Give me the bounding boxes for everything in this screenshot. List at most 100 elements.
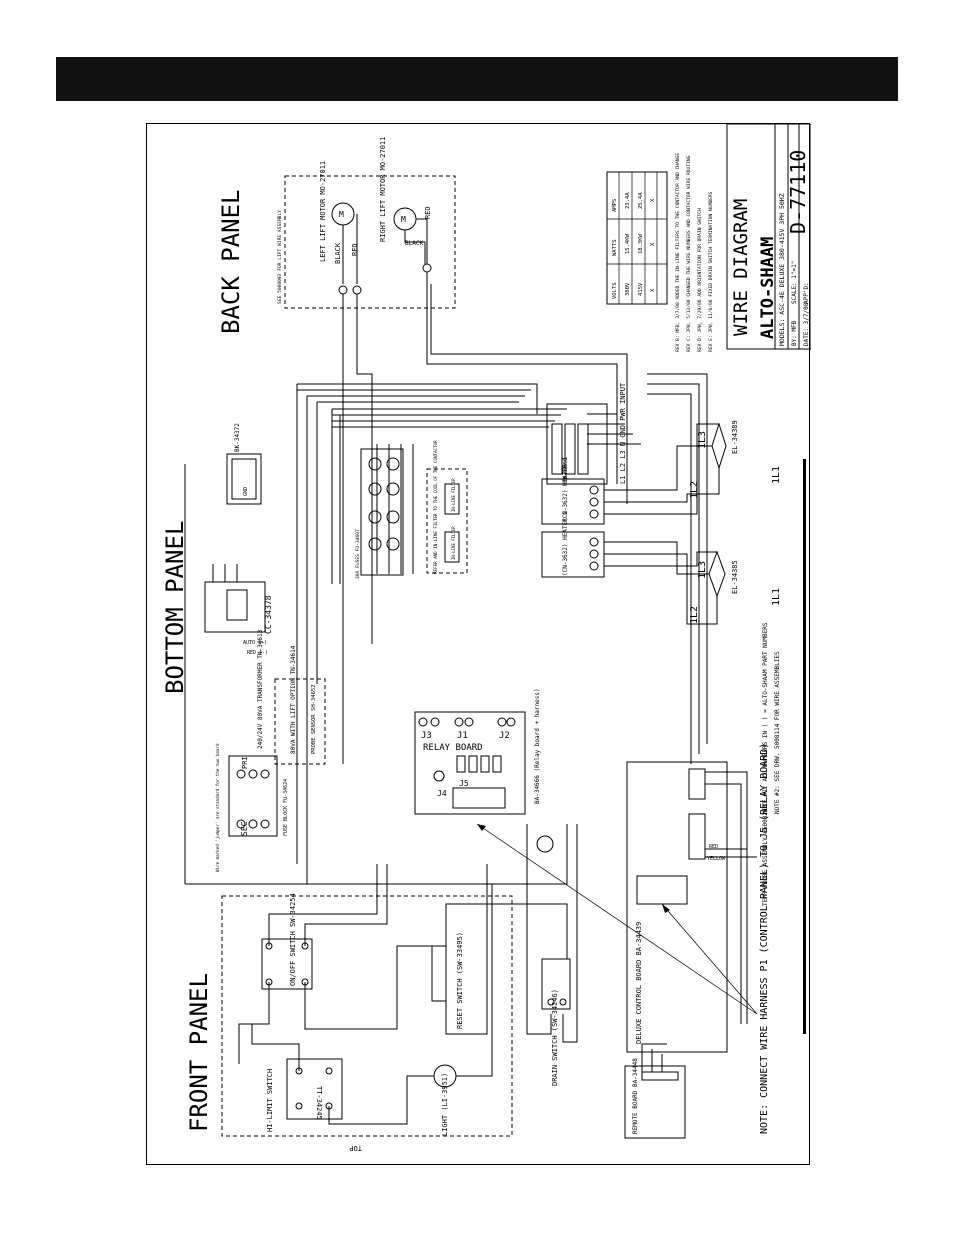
probe-sensor-label: PROBE SENSOR SH-34652 (311, 684, 317, 754)
cell: X (650, 288, 656, 292)
motor-m: M (339, 210, 344, 219)
right-red: RED (424, 206, 432, 219)
fuse-block-label: FUSE BLOCK FU-34624 (283, 779, 289, 836)
power-terminal-block: TB-37058 L1 L2 L3 N GND PWR INPUT (546, 382, 627, 485)
remote-board: REMOTE BOARD BA-34448 (624, 1043, 686, 1139)
transformer: PRI SEC 240/24V 80VA TRANSFORMER TN-3461… (215, 629, 326, 872)
revision-notes: REV B: MFB, 3/7/08 ADDED THE IN-LINE FIL… (675, 153, 714, 352)
inline-filters: REFER AND IN-LINE FILTER TO THE COIL OF … (426, 440, 468, 574)
note-1: NOTE #1: ALL NUMBERS IN ( ) = ALTO-SHAAM… (762, 622, 769, 814)
contactor-2-label: (CN-3632) HEATER 2 (562, 511, 569, 576)
harness-note-text: NOTE: CONNECT WIRE HARNESS P1 (CONTROL P… (759, 743, 770, 1134)
light-label: LIGHT (LI-3951) (441, 1073, 449, 1136)
cell: 25.4A (638, 192, 644, 209)
front-panel-heading: FRONT PANEL (185, 973, 213, 1132)
hilimit-id: TT-34245 (315, 1086, 323, 1120)
wire-diagram: WIRE DIAGRAM ALTO-SHAAM MODELS: ASC-4E D… (161, 123, 812, 1152)
wiring-bus (184, 373, 708, 885)
drain-label: DRAIN SWITCH (SW-34246) (551, 989, 559, 1086)
model-text: MODELS: ASC-4E DELUXE 380-415V 3PH 50HZ (778, 193, 786, 346)
j2-label: J2 (499, 731, 510, 741)
transformer-label: 240/24V 80VA TRANSFORMER TN-34613 (257, 629, 264, 749)
by-text: BY: MFB (791, 320, 798, 346)
rev-e: REV E: JPW, 11/6/08 FIXED DRAIN SWITCH T… (708, 191, 714, 352)
bk-label: BK-34372 (234, 423, 241, 452)
wire-diagram-sheet: WIRE DIAGRAM ALTO-SHAAM MODELS: ASC-4E D… (146, 123, 812, 1165)
title-block: WIRE DIAGRAM ALTO-SHAAM MODELS: ASC-4E D… (726, 123, 812, 350)
note-2: NOTE #2: SEE DRW. 5008114 FOR WIRE ASSEM… (774, 651, 781, 814)
brand-logo: ALTO-SHAAM (758, 237, 778, 339)
heating-element-2: EL-34385 1L3 1L2 1L1 (604, 541, 782, 625)
cell: X (650, 198, 656, 202)
hilimit-label: HI-LIMIT SWITCH (266, 1069, 274, 1132)
col-watts: WATTS (612, 239, 618, 256)
remote-board-label: REMOTE BOARD BA-34448 (632, 1058, 639, 1134)
right-motor-label: RIGHT LIFT MOTOR MO-27011 (379, 137, 387, 242)
filter-label: IN-LINE FILTER (451, 526, 456, 560)
bottom-panel-heading: BOTTOM PANEL (161, 521, 189, 694)
on-off-label: ON/OFF SWITCH SW-34254 (289, 893, 297, 986)
margin-rule (803, 459, 806, 1034)
tb-label: TB-37058 (563, 458, 569, 482)
left-motor-label: LEFT LIFT MOTOR MO-27011 (319, 161, 327, 262)
rev-b: REV B: MFB, 3/7/08 ADDED THE IN-LINE FIL… (675, 153, 681, 352)
reset-label: RESET SWITCH (SW-33495) (456, 932, 464, 1029)
deluxe-control-board: YELLOW RED DELUXE CONTROL BOARD BA-34439 (626, 761, 757, 1053)
contactors: (CN-3632) HEATER 1 (CN-3632) HEATER 2 (541, 457, 605, 578)
heating-element-1: EL-34389 1L3 1L2 1L1 (604, 420, 782, 515)
filter-note: REFER AND IN-LINE FILTER TO THE COIL OF … (433, 440, 438, 574)
j3-label: J3 (421, 731, 432, 741)
cell: 15.4KW (625, 233, 631, 254)
left-black: BLACK (334, 242, 342, 264)
sec-label: SEC (240, 821, 249, 836)
l3-label: 1L3 (697, 561, 708, 579)
pwr-input-label: L1 L2 L3 N GND PWR INPUT (619, 382, 627, 484)
scale-text: SCALE: 1"=1" (791, 261, 798, 304)
fuse-holders: 30A FUSES FU-34607 (355, 448, 404, 579)
motor-m: M (401, 215, 406, 224)
notes: NOTE #1: ALL NUMBERS IN ( ) = ALTO-SHAAM… (762, 622, 781, 906)
cell: X (650, 242, 656, 246)
harness-note: NOTE: CONNECT WIRE HARNESS P1 (CONTROL P… (476, 743, 770, 1134)
relay-board-label: RELAY BOARD (423, 743, 483, 753)
appd-text: APP'D: (803, 282, 810, 304)
l1-label: 1L1 (771, 466, 782, 484)
cell: 415V (638, 282, 644, 296)
l2-label: 1L2 (689, 606, 700, 624)
man-label: RED (-) (247, 650, 268, 656)
l2-label: 1L2 (689, 481, 700, 499)
cell: 23.4A (625, 192, 631, 209)
element-1-label: EL-34389 (731, 420, 739, 454)
rev-d: REV D: JPW, 7/29/08 ADD ORIENTATION FOR … (697, 208, 703, 352)
lift-control-label: CC-34378 (264, 595, 273, 634)
fuse-label: 30A FUSES FU-34607 (355, 529, 361, 579)
temp-probe-label: TEMP PROBE ASSEMBLY #5008200 (762, 804, 769, 906)
cell: 380V (625, 282, 631, 296)
title-text: WIRE DIAGRAM (730, 199, 752, 336)
element-2-label: EL-34385 (731, 560, 739, 594)
contactor-1-label: (CN-3632) HEATER 1 (562, 457, 569, 522)
col-volts: VOLTS (612, 282, 618, 299)
front-panel-group: TOP ON/OFF SWITCH SW-34254 RESET SWITCH … (221, 824, 578, 1152)
drawing-number: D-77110 (786, 150, 810, 234)
cell: 18.3KW (638, 233, 644, 254)
red-label: RED (709, 844, 718, 850)
left-red: RED (351, 243, 359, 256)
yellow-label: YELLOW (707, 856, 726, 862)
j4-label: J4 (437, 789, 447, 798)
buzzer-icon (536, 835, 554, 853)
auto-label: AUTO (+) (243, 640, 267, 646)
lift-motor-group: SEE 5008093 FOR LIFT WIRE ASSEMBLY M LEF… (277, 137, 456, 309)
motor-note: SEE 5008093 FOR LIFT WIRE ASSEMBLY (277, 210, 283, 304)
l1-label: 1L1 (771, 588, 782, 606)
j5-label: J5 (459, 779, 469, 788)
jumper-note: Wire marked 'jumper' are standard for th… (215, 743, 220, 872)
spec-table: VOLTS WATTS AMPS 380V 15.4KW 23.4A 415V … (606, 171, 668, 305)
bk-terminal-block: BK-34372 GND (226, 423, 262, 505)
deluxe-board-label: DELUXE CONTROL BOARD BA-34439 (635, 922, 643, 1044)
relay-board: J3 J1 J2 RELAY BOARD J5 J4 BA-34666 (Rel… (414, 688, 554, 853)
transformer-option-label: 80VA WITH LIFT OPTION TN-34614 (290, 645, 297, 754)
rev-c: REV C: JPW, 5/13/08 CHANGED THE WIRE NUM… (686, 155, 692, 352)
filter-label: IN-LINE FILTER (451, 478, 456, 512)
lift-control: CC-34378 AUTO (+) RED (-) (204, 564, 273, 656)
